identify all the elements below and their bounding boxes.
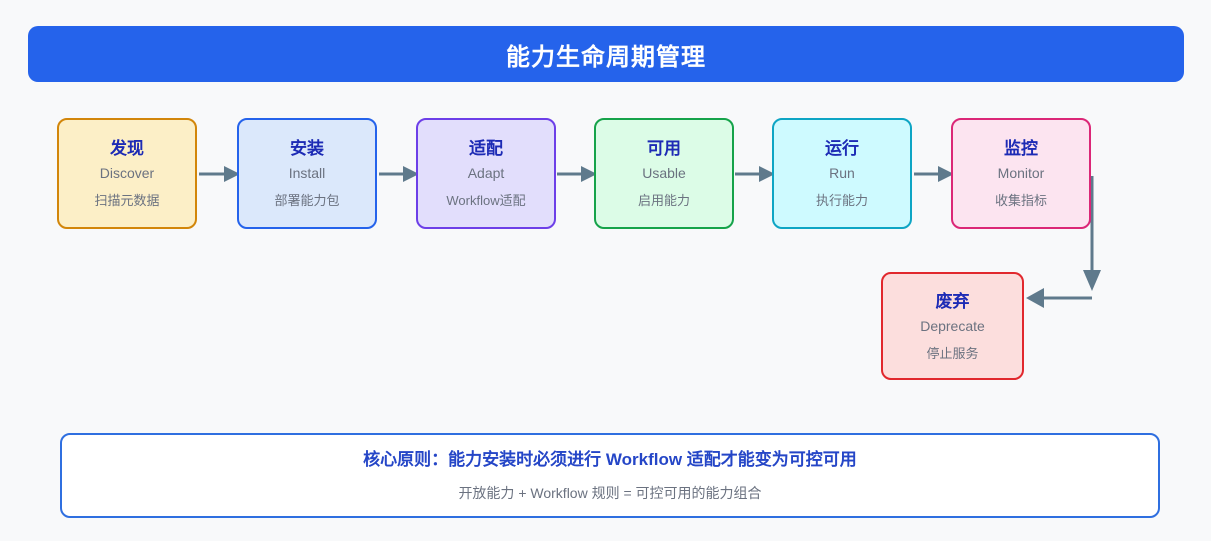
arrow-adapt-to-usable — [557, 166, 597, 182]
stage-run[interactable]: 运行 Run 执行能力 — [772, 118, 912, 229]
note-main-text: 核心原则：能力安装时必须进行 Workflow 适配才能变为可控可用 — [363, 450, 857, 469]
stage-subtitle-en: Run — [829, 165, 855, 181]
stage-title-cn: 运行 — [825, 139, 859, 158]
core-principle-note: 核心原则：能力安装时必须进行 Workflow 适配才能变为可控可用 开放能力 … — [60, 433, 1160, 518]
stage-subtitle-en: Adapt — [467, 165, 505, 181]
stage-discover[interactable]: 发现 Discover 扫描元数据 — [57, 118, 197, 229]
stage-description-cn: Workflow适配 — [446, 193, 526, 208]
stage-description-cn: 停止服务 — [926, 345, 979, 361]
stage-deprecate[interactable]: 废弃 Deprecate 停止服务 — [881, 272, 1024, 380]
stage-usable[interactable]: 可用 Usable 启用能力 — [594, 118, 734, 229]
stage-title-cn: 可用 — [647, 139, 681, 158]
stage-description-cn: 收集指标 — [994, 193, 1047, 208]
stage-title-cn: 安装 — [290, 139, 324, 158]
stage-adapt[interactable]: 适配 Adapt Workflow适配 — [416, 118, 556, 229]
stage-subtitle-en: Usable — [642, 165, 686, 181]
arrow-usable-to-run — [735, 166, 775, 182]
stage-subtitle-en: Monitor — [997, 165, 1045, 181]
stage-install[interactable]: 安装 Install 部署能力包 — [237, 118, 377, 229]
stage-title-cn: 适配 — [469, 139, 503, 158]
stage-title-cn: 发现 — [110, 139, 144, 158]
page-title: 能力生命周期管理 — [506, 43, 706, 71]
note-sub-text: 开放能力 + Workflow 规则 = 可控可用的能力组合 — [458, 485, 762, 501]
stage-title-cn: 监控 — [1004, 139, 1038, 158]
arrow-discover-to-install — [199, 166, 240, 182]
stage-subtitle-en: Discover — [99, 165, 155, 181]
arrow-run-to-monitor — [914, 166, 954, 182]
stage-description-cn: 执行能力 — [815, 193, 868, 208]
stage-subtitle-en: Install — [288, 165, 326, 181]
stage-subtitle-en: Deprecate — [920, 317, 985, 334]
arrow-install-to-adapt — [379, 166, 419, 182]
stage-title-cn: 废弃 — [935, 291, 970, 311]
stage-description-cn: 启用能力 — [637, 193, 690, 208]
stage-description-cn: 部署能力包 — [274, 193, 340, 208]
stage-description-cn: 扫描元数据 — [94, 193, 160, 208]
diagram-title-bar: 能力生命周期管理 — [28, 26, 1184, 82]
stage-monitor[interactable]: 监控 Monitor 收集指标 — [951, 118, 1091, 229]
